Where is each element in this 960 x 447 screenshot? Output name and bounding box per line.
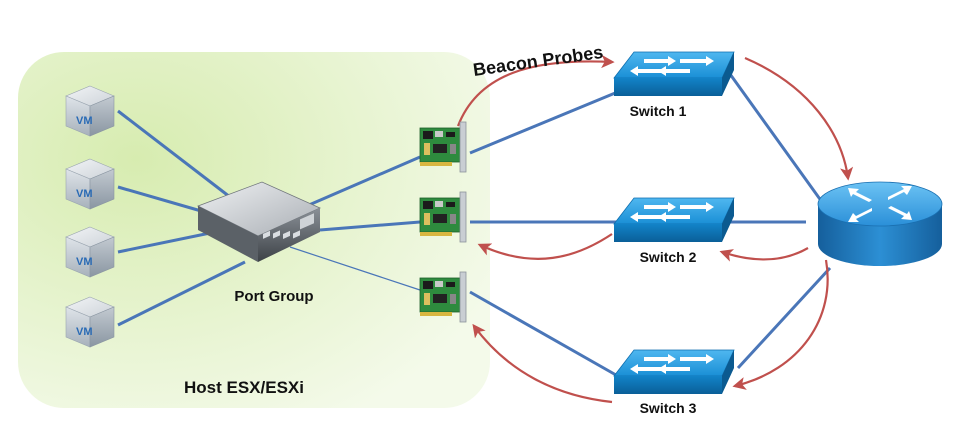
switch-2-label: Switch 2 [640, 249, 697, 265]
vm-cube-icon[interactable]: VM [65, 226, 115, 278]
link-switch3-router [736, 266, 832, 370]
vm-cube-icon[interactable]: VM [65, 158, 115, 210]
link-lines [117, 73, 832, 377]
host-label: Host ESX/ESXi [184, 378, 304, 397]
link-switch1-router [728, 73, 824, 203]
vm-label: VM [76, 326, 93, 338]
link-nic3-switch3 [469, 290, 617, 377]
port-group-label: Port Group [234, 288, 313, 305]
switch-1-label: Switch 1 [630, 103, 687, 119]
vm-label: VM [76, 115, 93, 127]
network-switch-icon[interactable] [613, 349, 735, 395]
network-switch-icon[interactable] [613, 197, 735, 243]
beacon-probes-label: Beacon Probes [472, 42, 605, 80]
probe-router-switch3 [732, 259, 829, 390]
vm-label: VM [76, 188, 93, 200]
link-portgroup-nic1 [301, 155, 421, 210]
probe-router-switch2 [719, 247, 809, 262]
probe-switch2-nic2 [477, 233, 613, 260]
vm-label: VM [76, 256, 93, 268]
probe-nic1-switch1 [456, 54, 615, 127]
switch-3-label: Switch 3 [640, 400, 697, 416]
link-nic1-switch1 [469, 89, 621, 155]
link-vm1-portgroup [117, 109, 231, 199]
beacon-probe-arrows [456, 54, 854, 404]
vm-cube-icon[interactable]: VM [65, 85, 115, 137]
link-vm3-portgroup [117, 230, 216, 254]
link-portgroup-nic2 [319, 220, 421, 232]
probe-switch3-nic3 [472, 323, 613, 404]
probe-switch1-router [744, 56, 854, 181]
link-portgroup-nic3 [289, 246, 421, 291]
vm-cube-icon[interactable]: VM [65, 296, 115, 348]
vm-list: VM VM VM VM [65, 85, 115, 348]
virtual-switch-icon[interactable] [197, 181, 321, 262]
router-icon[interactable] [817, 181, 943, 266]
network-switch-icon[interactable] [613, 51, 735, 97]
link-vm4-portgroup [117, 260, 246, 327]
